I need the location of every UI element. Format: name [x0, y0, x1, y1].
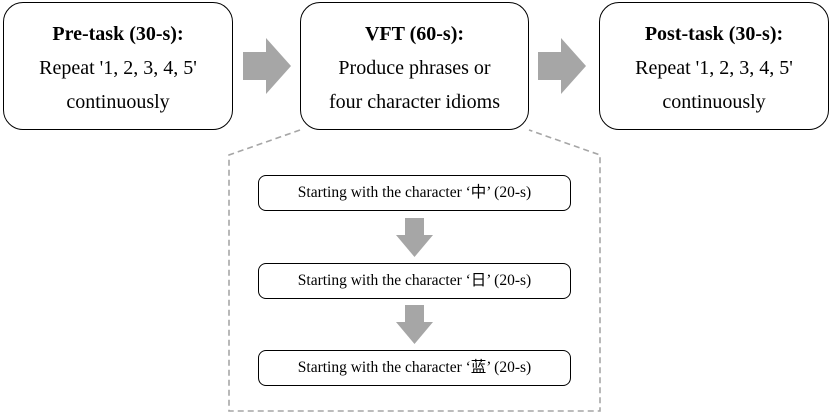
vft-detail-dashed-outline	[228, 129, 601, 412]
arrow-right-icon	[538, 38, 586, 94]
pre-task-line-1: Repeat '1, 2, 3, 4, 5'	[39, 57, 197, 79]
arrow-right-icon	[243, 38, 291, 94]
vft-line-2: four character idioms	[328, 91, 501, 113]
arrow-down-icon	[396, 218, 433, 257]
pre-task-line-2: continuously	[66, 91, 170, 113]
vft-step-1: Starting with the character ‘中’ (20-s)	[258, 175, 571, 211]
post-task-title: Post-task (30-s):	[644, 23, 784, 45]
pre-task-box: Pre-task (30-s): Repeat '1, 2, 3, 4, 5' …	[3, 2, 233, 130]
vft-step-2: Starting with the character ‘日’ (20-s)	[258, 263, 571, 299]
vft-title: VFT (60-s):	[364, 23, 465, 45]
arrow-down-icon	[396, 305, 433, 344]
post-task-box: Post-task (30-s): Repeat '1, 2, 3, 4, 5'…	[599, 2, 829, 130]
vft-line-1: Produce phrases or	[338, 57, 491, 79]
post-task-line-2: continuously	[662, 91, 766, 113]
post-task-line-1: Repeat '1, 2, 3, 4, 5'	[635, 57, 793, 79]
vft-step-3: Starting with the character ‘蓝’ (20-s)	[258, 350, 571, 386]
vft-box: VFT (60-s): Produce phrases or four char…	[300, 2, 529, 130]
pre-task-title: Pre-task (30-s):	[52, 23, 184, 45]
